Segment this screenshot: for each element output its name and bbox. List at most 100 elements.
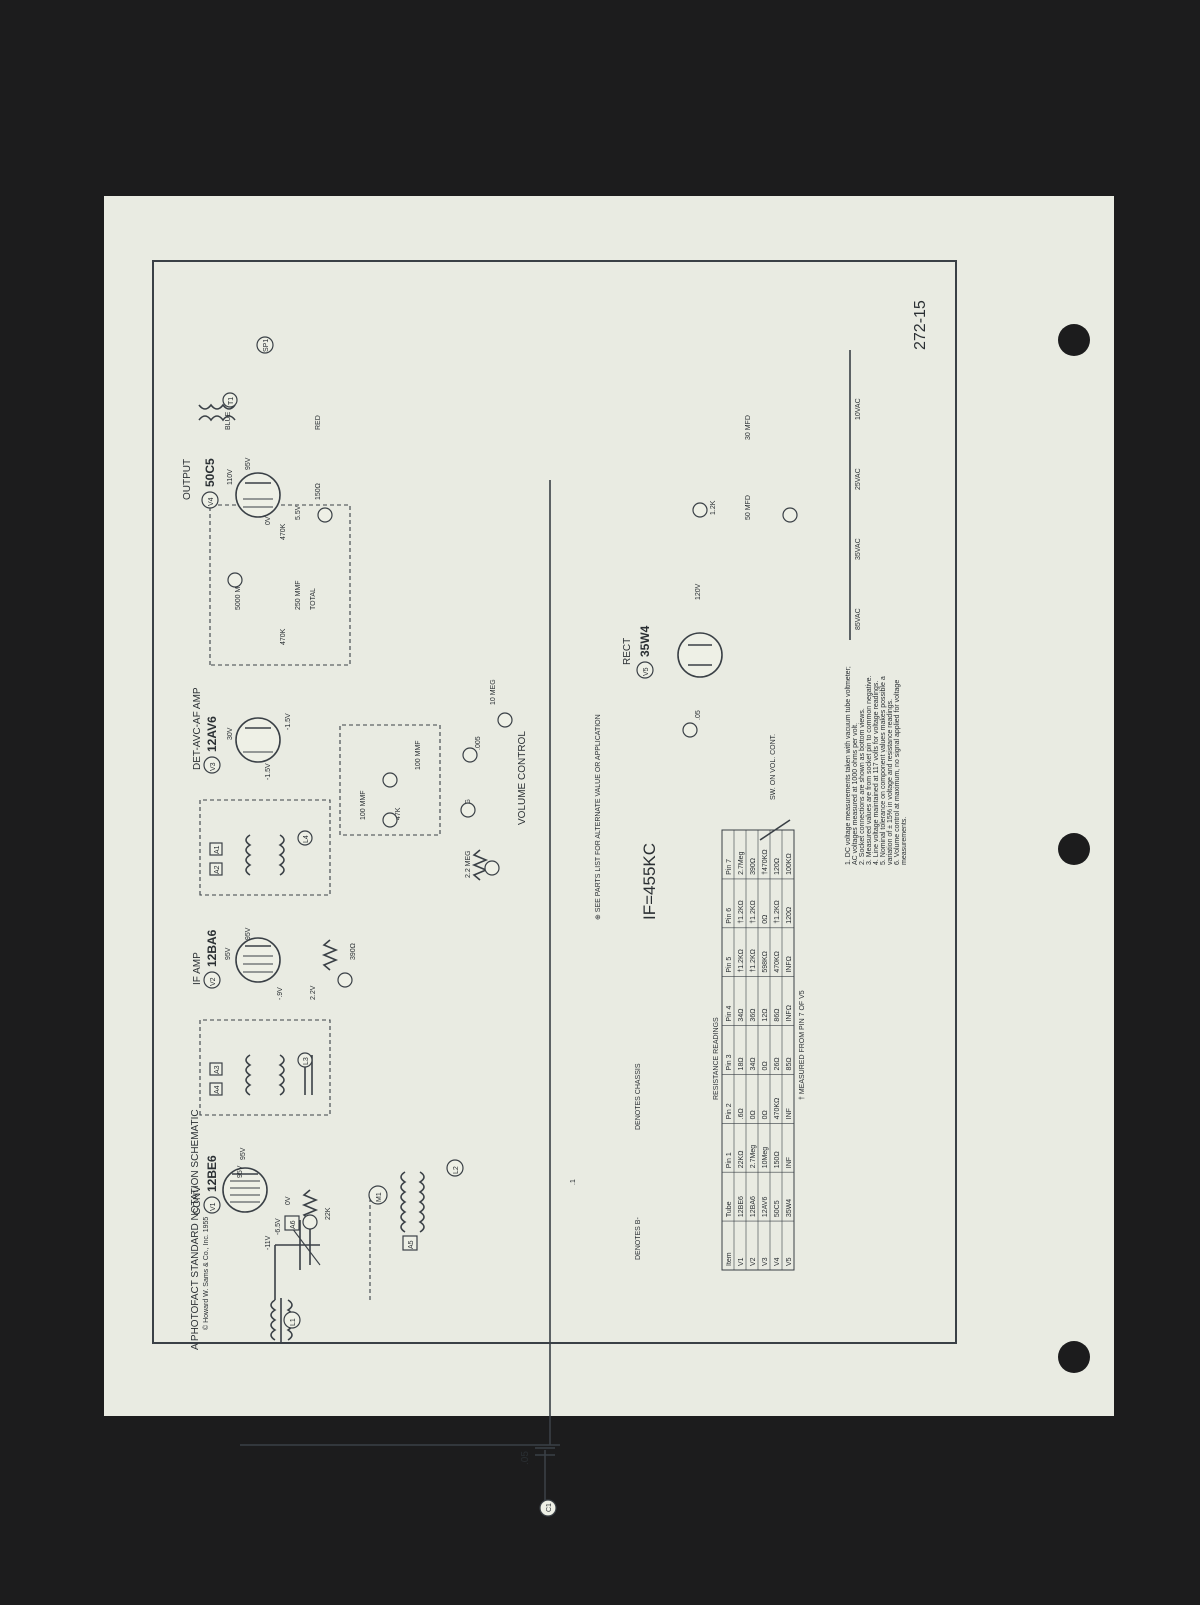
- binder-hole-top: [1058, 324, 1090, 356]
- table-cell: 35W4: [786, 1199, 793, 1217]
- binder-hole-bottom: [1058, 1341, 1090, 1373]
- c4a-value: 100 MMF: [360, 790, 367, 820]
- r4-ref: [382, 812, 398, 828]
- table-cell: 12Ω: [762, 1009, 769, 1022]
- r6-value: 10 MEG: [490, 679, 497, 705]
- parts-note: ⊕ SEE PARTS LIST FOR ALTERNATE VALUE OR …: [595, 714, 602, 920]
- v2-type: 12BA6: [205, 929, 219, 967]
- l4-if-transformer: L4 A2 A1: [209, 830, 313, 876]
- r2-value: 22K: [325, 1207, 332, 1220]
- note-2: 2. Socket connections are shown as botto…: [859, 708, 866, 865]
- note-5b: variation of ± 15% in voltage and resist…: [887, 699, 894, 865]
- table-cell: †470KΩ: [762, 849, 769, 874]
- table-cell: 120Ω: [774, 858, 781, 875]
- v2-volt-k: 2.2V: [310, 985, 317, 1000]
- note-6: 6. Volume control at maximum, no signal …: [894, 680, 901, 865]
- speaker-ref: [256, 336, 274, 354]
- v1-volt-0: 0V: [285, 1196, 292, 1205]
- v4-volt-plate: 110V: [227, 469, 234, 485]
- v4-volt-k: 5.5V: [295, 505, 302, 520]
- table-cell: 598KΩ: [762, 951, 769, 973]
- v2-ref: V2: [210, 977, 217, 986]
- r8-value: 150Ω: [315, 483, 322, 500]
- legend-chassis: DENOTES CHASSIS: [635, 1063, 642, 1130]
- v1-ref-circle: [203, 1196, 221, 1214]
- table-cell: .6Ω: [738, 1108, 745, 1119]
- table-header-cell: Pin 5: [726, 957, 733, 973]
- table-cell: 22KΩ: [738, 1151, 745, 1169]
- tube-v1: [222, 1167, 268, 1213]
- schematic-border: [152, 260, 957, 1344]
- m1-marker: [368, 1185, 388, 1205]
- wire-red: RED: [315, 415, 322, 430]
- notes: 1. DC voltage measurements taken with va…: [845, 666, 908, 865]
- table-cell: †1.2KΩ: [738, 949, 745, 973]
- table-header-cell: Pin 4: [726, 1005, 733, 1021]
- table-cell: 120Ω: [786, 907, 793, 924]
- note-4: 4. Line voltage maintained at 117 volts …: [873, 681, 880, 865]
- table-footnote: † MEASURED FROM PIN 7 OF V5: [799, 990, 806, 1100]
- table-header-cell: Pin 2: [726, 1103, 733, 1119]
- binder-hole-middle: [1058, 833, 1090, 865]
- table-cell: 12AV6: [762, 1197, 769, 1218]
- v3-volt-grid: -1.5V: [285, 713, 292, 730]
- note-1b: AC voltages measured at 1000 ohms per vo…: [852, 723, 859, 865]
- tube-v4: [235, 472, 281, 518]
- resistor-r2: [301, 1189, 319, 1221]
- c1b-value: 30 MFD: [745, 415, 752, 440]
- table-cell: 150Ω: [774, 1151, 781, 1168]
- output-transformer: BLUE RED T1: [198, 392, 322, 430]
- table-cell: INFΩ: [786, 956, 793, 973]
- table-header-cell: Pin 1: [726, 1152, 733, 1168]
- c1a-value: 50 MFD: [745, 495, 752, 520]
- table-cell: 85Ω: [786, 1057, 793, 1070]
- c7a-value: 5000 MMF: [235, 577, 242, 610]
- c1-ref: [782, 507, 798, 523]
- heater-25: 25VAC: [855, 468, 862, 490]
- v2-volt-screen: 95V: [245, 927, 252, 940]
- label-a3: A3: [214, 1065, 221, 1074]
- table-cell: 2.7Meg: [750, 1145, 757, 1168]
- table-header-cell: Item: [726, 1252, 733, 1266]
- footer-title: A PHOTOFACT STANDARD NOTATION SCHEMATIC: [190, 1109, 201, 1350]
- if-frequency: IF=455KC: [640, 843, 659, 920]
- table-header-cell: Tube: [726, 1201, 733, 1217]
- v5-type: 35W4: [638, 625, 652, 657]
- table-cell: 18Ω: [738, 1057, 745, 1070]
- table-cell: 50C5: [774, 1200, 781, 1217]
- r3-ref: [337, 972, 353, 988]
- a6-trimmer: A6: [284, 1215, 321, 1270]
- note-6b: measurements.: [901, 817, 908, 865]
- table-cell: 36Ω: [750, 1009, 757, 1022]
- label-m1: M1: [376, 1192, 383, 1202]
- table-cell: 12BE6: [738, 1196, 745, 1217]
- l3-shield: [199, 1019, 331, 1116]
- switch-label: SW. ON VOL. CONT.: [770, 734, 777, 800]
- label-a1: A1: [214, 845, 221, 854]
- table-cell: INF: [786, 1157, 793, 1168]
- table-cell: V2: [750, 1257, 757, 1266]
- v1-volt-screen: 95V: [240, 1147, 247, 1160]
- r8-ref: [317, 507, 333, 523]
- table-cell: 86Ω: [774, 1009, 781, 1022]
- table-cell: V1: [738, 1257, 745, 1266]
- table-cell: V5: [786, 1257, 793, 1266]
- note-5: 5. Nominal tolerance on component values…: [880, 676, 887, 865]
- table-header-cell: Pin 3: [726, 1054, 733, 1070]
- c7-network-box: [209, 504, 351, 666]
- tube-v5: [677, 632, 723, 678]
- table-cell: 470KΩ: [774, 951, 781, 973]
- r9-ref: [692, 502, 708, 518]
- footer-copyright: © Howard W. Sams & Co., Inc. 1955: [202, 1217, 210, 1330]
- v3-volt-plate: 30V: [227, 727, 234, 740]
- v2-function: IF AMP: [192, 952, 203, 985]
- page-number: 272-15: [912, 300, 929, 350]
- heater-10: 10VAC: [855, 398, 862, 420]
- r5-ref: [484, 860, 500, 876]
- v1-type: 12BE6: [205, 1155, 219, 1192]
- c5-value: .05: [695, 710, 702, 720]
- table-cell: 10Meg: [762, 1147, 769, 1169]
- v5-volt: 120V: [695, 583, 702, 600]
- v4-function: OUTPUT: [182, 459, 193, 500]
